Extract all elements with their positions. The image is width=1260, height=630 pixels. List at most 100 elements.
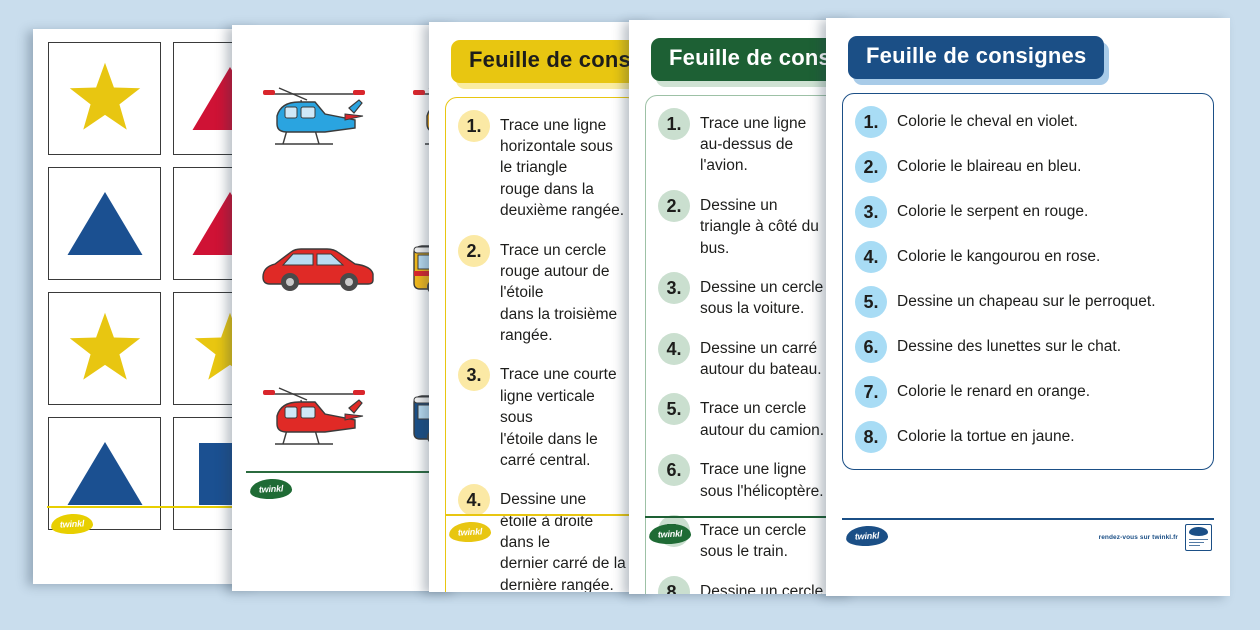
- footer-rule: [47, 506, 245, 508]
- item-text: Dessine un triangle à côté du bus.: [700, 196, 819, 257]
- item-text: Trace un cercle rouge autour de l'étoile…: [500, 241, 618, 345]
- item-text: Colorie le renard en orange.: [897, 382, 1091, 400]
- car-icon: [257, 237, 377, 300]
- sheet-footer: twinkl: [445, 514, 639, 548]
- helicopter-icon: [257, 380, 377, 457]
- star-icon: [68, 312, 142, 386]
- item-number: 3.: [855, 195, 887, 228]
- item-number: 4.: [458, 484, 490, 517]
- triangle-icon: [66, 191, 143, 256]
- instructions-list: 1. Trace une ligne au-dessus de l'avion. 2…: [645, 94, 839, 594]
- item-text: Dessine des lunettes sur le chat.: [897, 337, 1122, 355]
- star-icon: [68, 62, 142, 136]
- item-number: 2.: [458, 234, 490, 267]
- item-number: 8.: [855, 420, 887, 453]
- twinkl-logo: twinkl: [448, 520, 492, 544]
- shape-cell: [48, 42, 161, 155]
- list-item: 5.Trace un cercle autour du camion.: [658, 393, 826, 441]
- item-number: 2.: [658, 189, 690, 222]
- item-text: Colorie le blaireau en bleu.: [897, 157, 1082, 175]
- helicopter-icon: [257, 80, 377, 157]
- shapes-grid: [48, 42, 259, 530]
- footer-rule: [445, 514, 639, 516]
- item-text: Trace une courte ligne verticale sous l'…: [500, 366, 617, 469]
- list-item: 6. Dessine des lunettes sur le chat.: [855, 330, 1201, 363]
- item-text: Colorie la tortue en jaune.: [897, 427, 1075, 445]
- item-text: Dessine un carré autour du bateau.: [700, 339, 822, 378]
- item-number: 1.: [855, 105, 887, 138]
- consignes-sheet-body: Feuille de consignes 1. Trace une ligne ho…: [429, 22, 655, 592]
- consignes-sheet-yellow[interactable]: Feuille de consignes 1. Trace une ligne ho…: [429, 22, 655, 592]
- item-text: Colorie le kangourou en rose.: [897, 247, 1101, 265]
- item-number: 4.: [658, 332, 690, 365]
- item-text: Trace une ligne sous l'hélicoptère.: [700, 461, 824, 500]
- list-item: 8. Dessine un cercle au-dessus du vélo.: [658, 575, 826, 594]
- twinkl-logo: twinkl: [648, 522, 692, 546]
- list-item: 5. Dessine un chapeau sur le perroquet.: [855, 285, 1201, 318]
- sheet-title-wrap: Feuille de consignes: [651, 38, 855, 87]
- list-item: 4. Dessine une étoile à droite dans le de…: [458, 484, 626, 592]
- sheet-footer: twinkl: [645, 516, 839, 550]
- item-number: 6.: [658, 454, 690, 487]
- list-item: 3. Colorie le serpent en rouge.: [855, 195, 1201, 228]
- list-item: 2. Dessine un triangle à côté du bus.: [658, 189, 826, 259]
- item-number: 5.: [855, 285, 887, 318]
- item-text: Trace un cercle autour du camion.: [700, 400, 825, 439]
- shape-cell: [48, 292, 161, 405]
- item-text: Dessine une étoile à droite dans le dern…: [500, 491, 626, 592]
- list-item: 1. Trace une ligne au-dessus de l'avion.: [658, 107, 826, 177]
- item-text: Dessine un chapeau sur le perroquet.: [897, 292, 1156, 310]
- twinkl-badge-icon: [1185, 524, 1212, 551]
- instructions-list: 1. Colorie le cheval en violet. 2. Colorie …: [842, 92, 1214, 470]
- item-number: 3.: [658, 271, 690, 304]
- vehicle-cell: [242, 193, 392, 343]
- instructions-list: 1. Trace une ligne horizontale sous le tr…: [445, 96, 639, 592]
- item-text: Trace une ligne horizontale sous le tria…: [500, 116, 625, 220]
- consignes-sheet-green[interactable]: Feuille de consignes 1. Trace une ligne au…: [629, 20, 855, 594]
- twinkl-logo: twinkl: [50, 512, 94, 536]
- item-text: Colorie le serpent en rouge.: [897, 202, 1089, 220]
- sheet-title-wrap: Feuille de consignes: [848, 36, 1110, 85]
- twinkl-logo: twinkl: [845, 524, 889, 548]
- item-number: 6.: [855, 330, 887, 363]
- list-item: 2. Trace un cercle rouge autour de l'étoi…: [458, 234, 626, 347]
- list-item: 3. Dessine un cercle sous la voiture.: [658, 271, 826, 320]
- item-number: 8.: [658, 575, 690, 594]
- page-title: Feuille de consignes: [848, 36, 1105, 79]
- item-number: 3.: [458, 359, 490, 392]
- page-title: Feuille de consignes: [451, 40, 655, 83]
- vehicles-page[interactable]: twinkl: [232, 25, 458, 591]
- list-item: 4. Colorie le kangourou en rose.: [855, 240, 1201, 273]
- list-item: 7. Colorie le renard en orange.: [855, 375, 1201, 408]
- item-text: Trace une ligne au-dessus de l'avion.: [700, 114, 807, 175]
- item-number: 1.: [458, 109, 490, 142]
- footer-cta-text: rendez-vous sur twinkl.fr: [1098, 534, 1178, 541]
- vehicle-cell: [242, 43, 392, 193]
- triangle-icon: [66, 441, 143, 506]
- footer-rule: [246, 471, 444, 473]
- list-item: 2. Colorie le blaireau en bleu.: [855, 150, 1201, 183]
- item-number: 4.: [855, 240, 887, 273]
- list-item: 4. Dessine un carré autour du bateau.: [658, 332, 826, 381]
- list-item: 8. Colorie la tortue en jaune.: [855, 420, 1201, 453]
- item-text: Dessine un cercle au-dessus du vélo.: [700, 582, 824, 594]
- vehicles-grid: [242, 43, 458, 493]
- vehicle-cell: [242, 343, 392, 493]
- item-number: 2.: [855, 150, 887, 183]
- page-title: Feuille de consignes: [651, 38, 855, 81]
- item-number: 7.: [855, 375, 887, 408]
- list-item: 1. Trace une ligne horizontale sous le tr…: [458, 109, 626, 222]
- sheet-footer: twinkl: [47, 506, 245, 540]
- list-item: 3. Trace une courte ligne verticale sous …: [458, 359, 626, 471]
- list-item: 1. Colorie le cheval en violet.: [855, 105, 1201, 138]
- sheet-footer: twinkl: [246, 471, 444, 505]
- twinkl-logo: twinkl: [249, 477, 293, 501]
- shape-cell: [48, 417, 161, 530]
- shape-cell: [48, 167, 161, 280]
- item-number: 1.: [658, 107, 690, 140]
- consignes-sheet-blue[interactable]: Feuille de consignes 1. Colorie le cheval …: [826, 18, 1230, 596]
- item-text: Dessine un cercle sous la voiture.: [700, 278, 824, 318]
- item-text: Colorie le cheval en violet.: [897, 112, 1078, 130]
- shapes-grid-page[interactable]: twinkl: [33, 29, 259, 584]
